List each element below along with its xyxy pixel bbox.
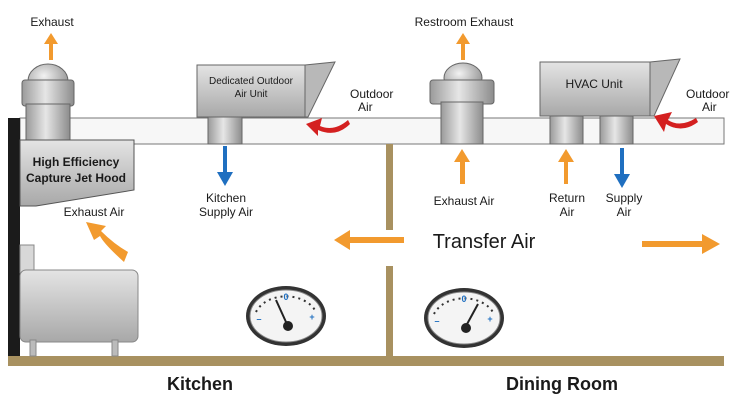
- doau-label-line1: Dedicated Outdoor: [209, 76, 294, 87]
- dining-gauge-plus: +: [487, 314, 492, 324]
- outdoor-air-right-label-line2: Air: [702, 100, 717, 114]
- hood-label-line1: High Efficiency: [33, 155, 120, 169]
- kitchen-supply-arrow: [217, 146, 233, 186]
- outdoor-air-left-label-line1: Outdoor: [350, 87, 393, 101]
- return-air-label-line1: Return: [549, 191, 585, 205]
- supply-air-label-line1: Supply: [606, 191, 643, 205]
- kitchen-exhaust-arrow: [44, 33, 58, 60]
- kitchen-exhaust-air-label: Exhaust Air: [64, 205, 125, 219]
- outdoor-air-arrow-left: [306, 118, 350, 136]
- kitchen-gauge-zero: 0: [283, 292, 288, 302]
- dining-exhaust-air-arrow: [454, 149, 470, 184]
- restroom-exhaust-arrow: [456, 33, 470, 60]
- capture-jet-hood: [19, 139, 135, 207]
- kitchen-gauge-plus: +: [309, 312, 314, 322]
- kitchen-exhaust-air-arrow: [86, 222, 128, 262]
- kitchen-gauge-minus: –: [256, 314, 261, 324]
- doau-label-line2: Air Unit: [235, 89, 268, 100]
- transfer-air-arrow-right: [642, 234, 720, 254]
- kitchen-supply-label-line2: Supply Air: [199, 205, 253, 219]
- outdoor-air-left-label-line2: Air: [358, 100, 373, 114]
- return-air-arrow: [558, 149, 574, 184]
- dining-gauge-zero: 0: [461, 294, 466, 304]
- dividing-wall-upper: [386, 144, 393, 230]
- outdoor-air-arrow-right: [654, 112, 698, 132]
- outdoor-air-right-label-line1: Outdoor: [686, 87, 729, 101]
- restroom-exhaust-fan: [429, 62, 495, 145]
- dining-gauge-minus: –: [434, 316, 439, 326]
- hvac-unit: [539, 58, 681, 145]
- return-air-label-line2: Air: [560, 205, 575, 219]
- floor: [8, 356, 724, 366]
- transfer-air-arrow-left: [334, 230, 404, 250]
- supply-air-arrow: [614, 148, 630, 188]
- hood-label-line2: Capture Jet Hood: [26, 171, 126, 185]
- dedicated-outdoor-air-unit: [196, 61, 336, 145]
- dining-exhaust-air-label: Exhaust Air: [434, 194, 495, 208]
- hvac-unit-label: HVAC Unit: [565, 77, 623, 91]
- cooking-appliance: [19, 244, 139, 357]
- dividing-wall-lower: [386, 266, 393, 358]
- dining-room-label: Dining Room: [506, 374, 618, 394]
- kitchen-pressure-gauge: [246, 286, 326, 346]
- kitchen-left-wall: [8, 118, 20, 358]
- supply-air-label-line2: Air: [617, 205, 632, 219]
- restroom-exhaust-label: Restroom Exhaust: [415, 15, 514, 29]
- dining-pressure-gauge: [424, 288, 504, 348]
- kitchen-room-label: Kitchen: [167, 374, 233, 394]
- transfer-air-label: Transfer Air: [433, 231, 536, 253]
- exhaust-label: Exhaust: [30, 15, 74, 29]
- kitchen-supply-label-line1: Kitchen: [206, 191, 246, 205]
- kitchen-exhaust-fan: [21, 63, 75, 145]
